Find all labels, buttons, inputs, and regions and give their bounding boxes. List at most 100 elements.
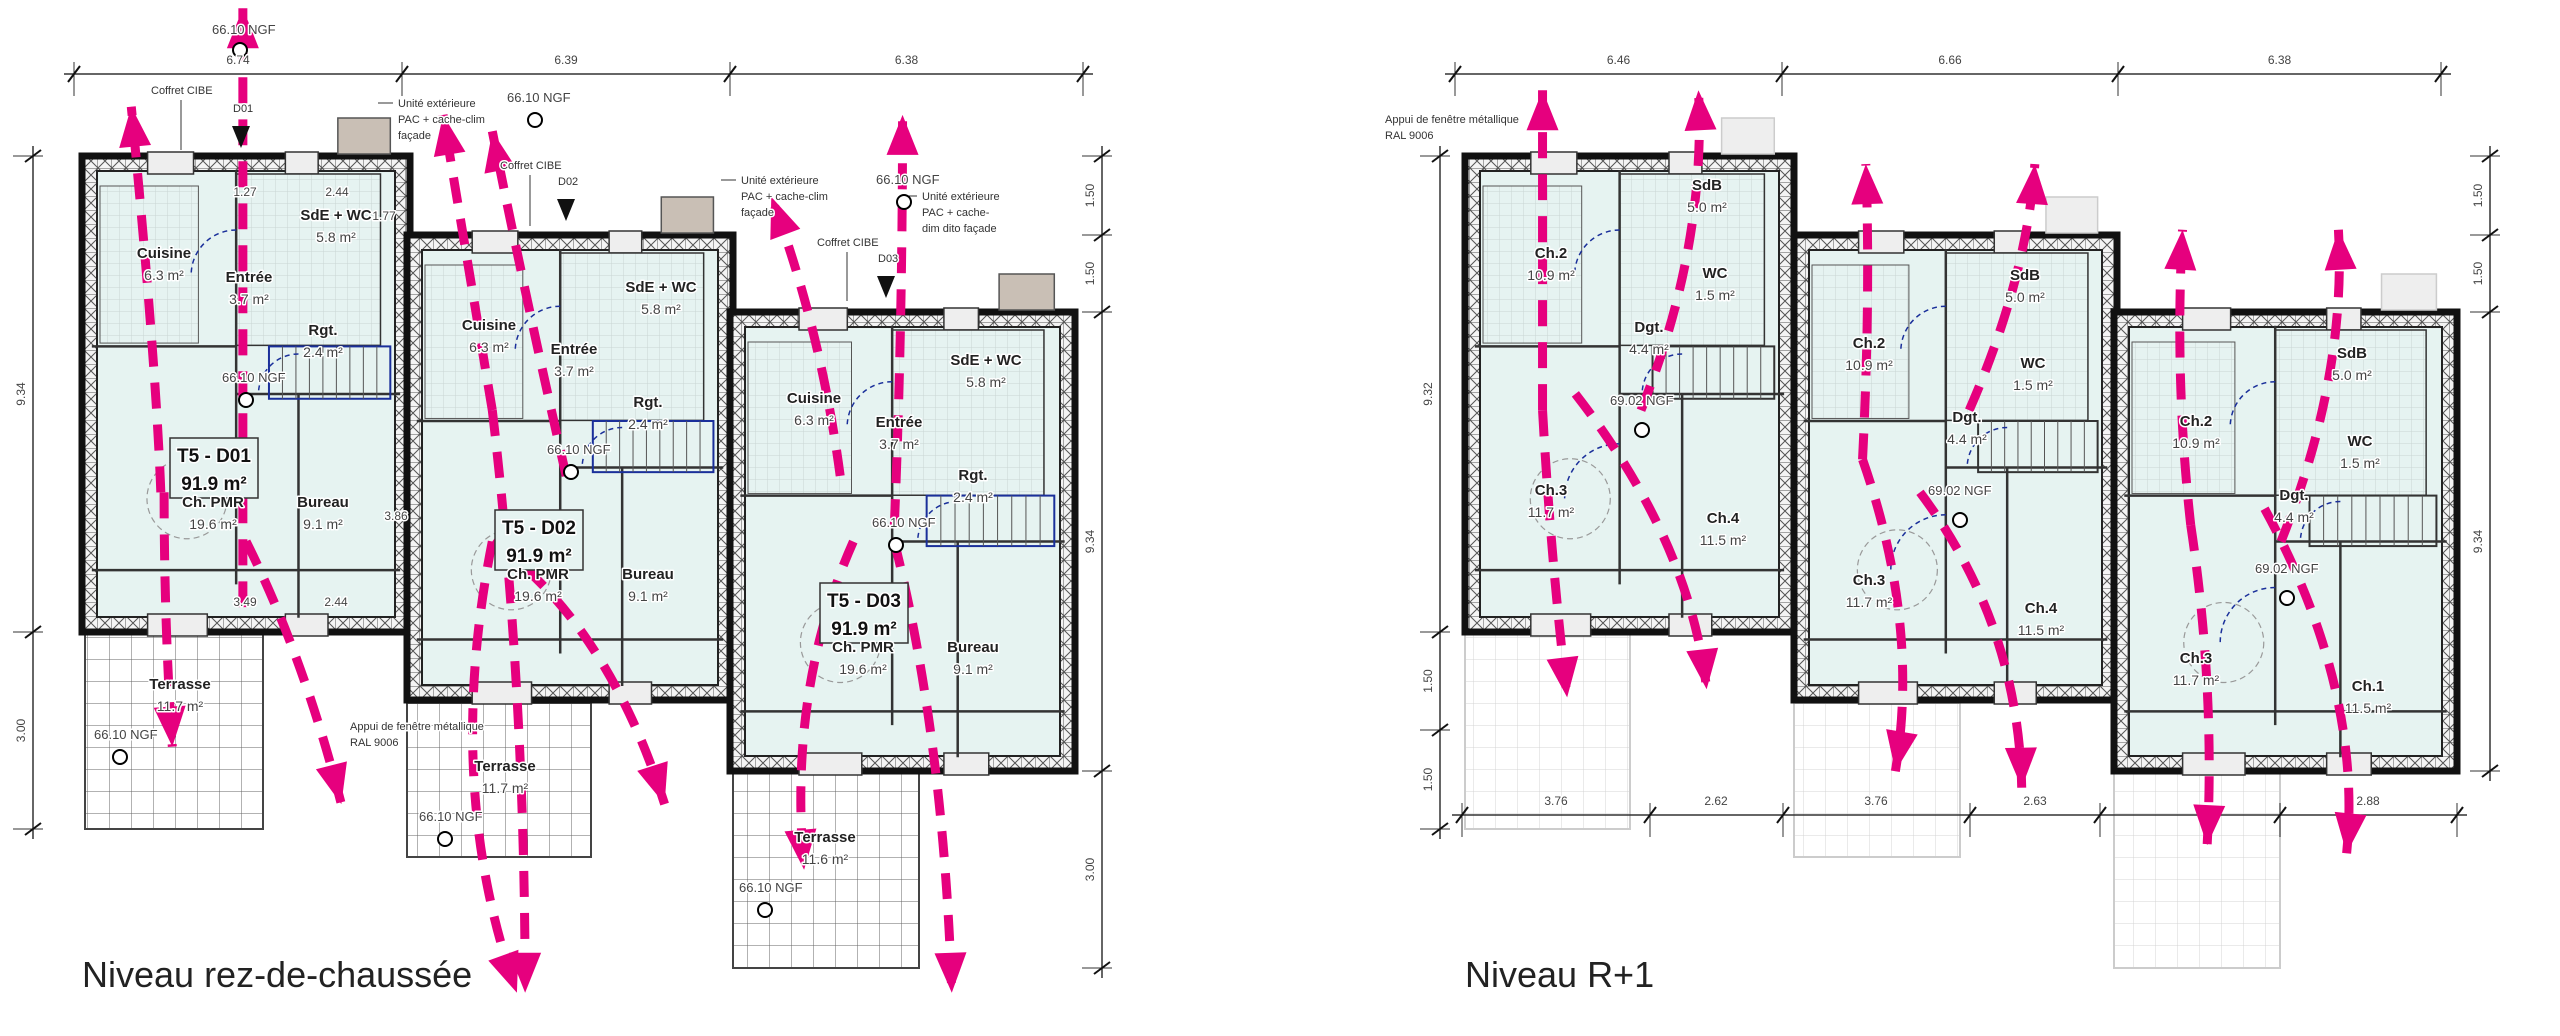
dimension-tick [1643, 806, 1657, 824]
dimension-tick [1093, 305, 1111, 319]
flow-arrow-line [2260, 506, 2354, 854]
window [798, 752, 863, 776]
dimension-label: 2.63 [2023, 794, 2047, 808]
room-area: 19.6 m² [514, 588, 562, 604]
window [284, 151, 319, 175]
coffret-label: Coffret CIBE [500, 160, 562, 172]
unit-name: T5 - D02 [502, 518, 576, 539]
room-name: Bureau [297, 494, 349, 511]
inner-dimension: 2.44 [324, 595, 348, 609]
flow-arrow-icon [1686, 647, 1719, 690]
unit-area: 91.9 m² [506, 546, 571, 567]
staircase [1977, 420, 2099, 474]
dimension-label: 1.50 [1083, 183, 1097, 207]
room-name: Dgt. [2279, 487, 2308, 504]
dimension-tick [395, 65, 409, 83]
room-area: 3.7 m² [879, 436, 919, 452]
inner-dimension: 2.44 [325, 185, 349, 199]
turning-circle [2183, 601, 2265, 684]
window [943, 307, 980, 331]
level-label: 66.10 NGF [222, 370, 286, 385]
window [284, 613, 329, 637]
room-name: Ch.2 [1853, 335, 1886, 352]
room-area: 6.3 m² [144, 267, 184, 283]
level-marker-icon [232, 42, 248, 58]
flow-arrow-line [889, 114, 908, 526]
flow-arrow-line [796, 539, 858, 871]
flow-arrows [119, 8, 2367, 995]
level-label: 69.02 NGF [1928, 483, 1992, 498]
room-area: 1.5 m² [1695, 287, 1735, 303]
terrace-name: Terrasse [794, 829, 855, 846]
flow-arrow-icon [2016, 164, 2048, 206]
flow-arrow-line [1916, 489, 2027, 788]
room-name: Bureau [622, 566, 674, 583]
level-label: 66.10 NGF [872, 515, 936, 530]
window [943, 752, 990, 776]
flow-arrow-line [1571, 391, 1712, 690]
level-label: 69.02 NGF [2255, 561, 2319, 576]
dimension-label: 1.50 [2471, 261, 2485, 285]
level-label: 66.10 NGF [212, 22, 276, 37]
level-marker-icon [563, 464, 579, 480]
dimension-tick [24, 149, 42, 163]
dimension-tick [1448, 65, 1462, 83]
flow-arrow-icon [433, 114, 466, 157]
inner-dimension: 3.49 [233, 595, 257, 609]
staircase [2308, 494, 2438, 548]
unit-area: 91.9 m² [831, 619, 896, 640]
inner-dimension: 1.27 [233, 185, 257, 199]
heat-pump-unit [337, 117, 392, 155]
room-name: SdE + WC [625, 279, 696, 296]
pac-note: PAC + cache- [922, 207, 990, 219]
room-area: 2.4 m² [303, 344, 343, 360]
room-name: Ch.2 [2180, 413, 2213, 430]
dimension-label: 6.46 [1607, 53, 1631, 67]
room-area: 10.9 m² [1527, 267, 1575, 283]
room-area: 11.5 m² [1700, 532, 1747, 548]
dimension-tick [1093, 149, 1111, 163]
rooftop-unit [1720, 117, 1776, 155]
level-marker-icon [888, 537, 904, 553]
room-area: 4.4 m² [1629, 341, 1669, 357]
level-marker-icon [757, 902, 773, 918]
window [1857, 681, 1919, 705]
terrace-area: 11.7 m² [157, 698, 204, 714]
flow-arrow-icon [637, 761, 668, 805]
wet-room [891, 329, 1045, 496]
terrace-level-label: 66.10 NGF [739, 880, 803, 895]
room-name: Ch. PMR [182, 494, 244, 511]
turning-circle [1856, 529, 1938, 611]
room-name: WC [2348, 433, 2373, 450]
flow-arrow-icon [1546, 655, 1579, 698]
room-area: 4.4 m² [2274, 509, 2314, 525]
terrace-paving [732, 770, 920, 969]
flow-arrow-line [242, 539, 346, 806]
flow-arrow-icon [2334, 811, 2367, 854]
flow-arrow-icon [886, 114, 919, 155]
flow-arrow-line [1858, 163, 1873, 460]
room-name: WC [1703, 265, 1728, 282]
room-area: 5.8 m² [966, 374, 1006, 390]
wet-room [1945, 252, 2089, 422]
room-area: 19.6 m² [839, 661, 887, 677]
door-swing [1966, 426, 2008, 468]
terrace-name: Terrasse [149, 676, 210, 693]
level-marker-icon [112, 749, 128, 765]
level-marker-icon [527, 112, 543, 128]
dimension-label: 1.50 [1421, 669, 1435, 693]
dimension-label: 1.50 [1421, 767, 1435, 791]
room-name: Cuisine [787, 390, 841, 407]
room-name: Ch.4 [2025, 600, 2058, 617]
dimension-tick [1431, 149, 1449, 163]
entry-triangle-icon [557, 199, 575, 221]
markers [112, 42, 2295, 918]
kitchen-area [747, 341, 852, 494]
door-swing [2299, 500, 2341, 542]
room-area: 2.4 m² [628, 416, 668, 432]
dimension-tick [2481, 305, 2499, 319]
window-sill-note: Appui de fenêtre métallique [1385, 114, 1519, 126]
dimension-label: 6.74 [226, 53, 250, 67]
